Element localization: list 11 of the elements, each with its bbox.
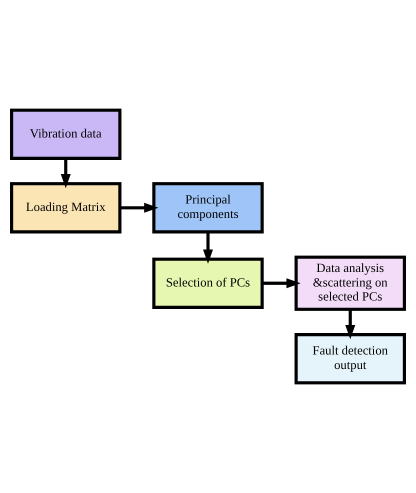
- node-box: Vibration data: [10, 108, 122, 160]
- arrow: [203, 232, 213, 264]
- node-box: Selection of PCs: [152, 258, 264, 309]
- arrow: [262, 278, 301, 288]
- arrow: [345, 309, 356, 340]
- node-box: Fault detection output: [294, 333, 406, 384]
- node-box: Principal components: [152, 182, 264, 234]
- node-box: Loading Matrix: [10, 182, 122, 234]
- arrow: [60, 158, 71, 188]
- arrow: [120, 202, 158, 213]
- node-box: Data analysis &scattering on selected PCs: [294, 256, 406, 311]
